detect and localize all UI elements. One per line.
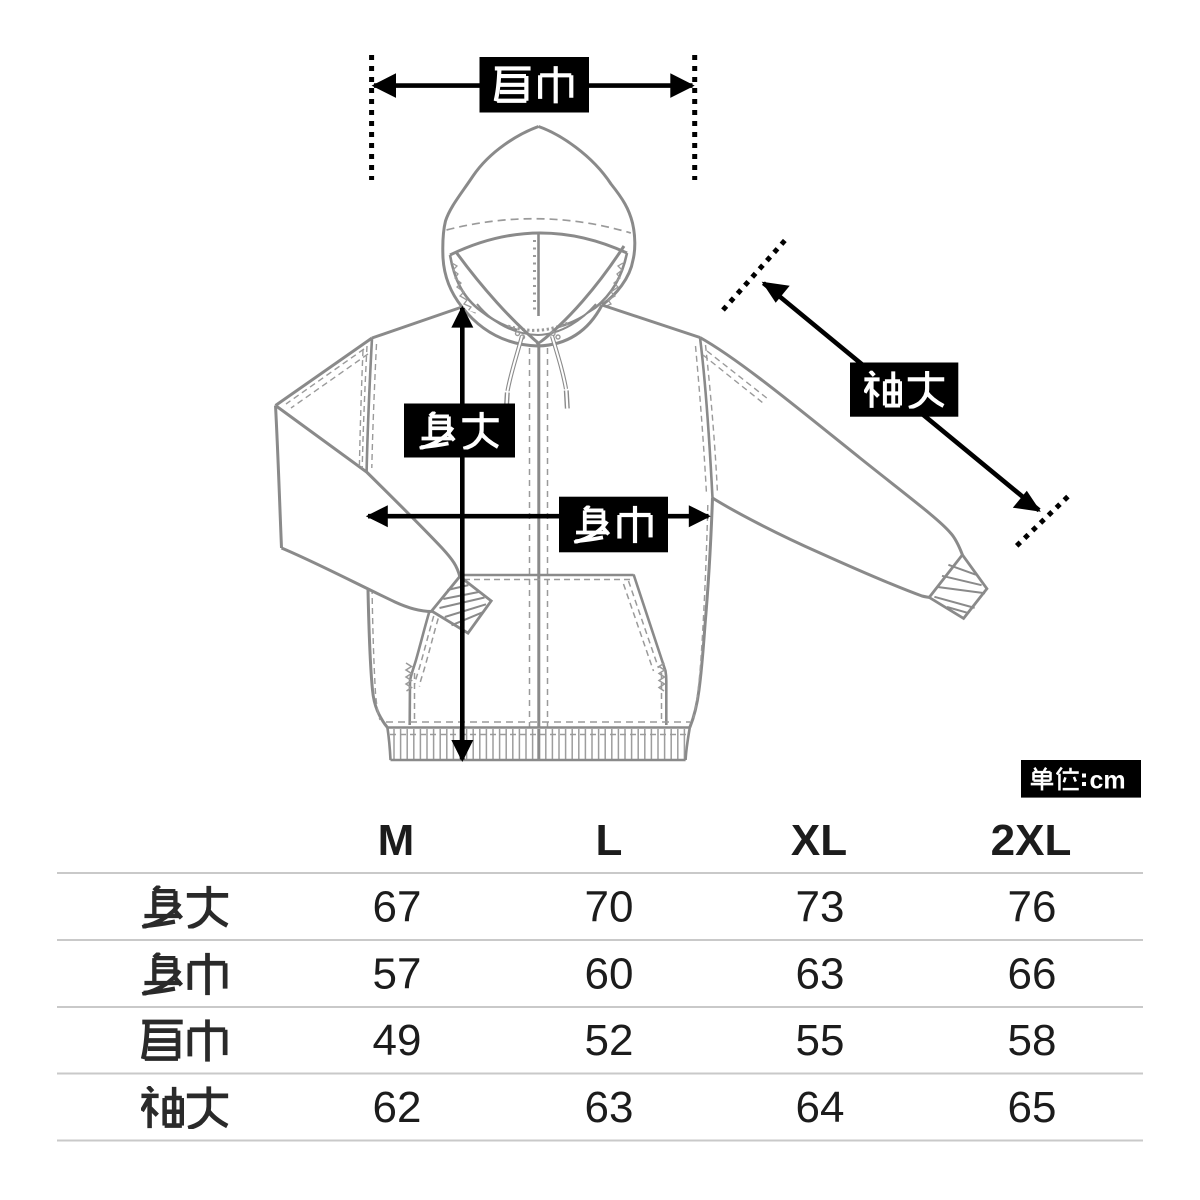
svg-text:55: 55 xyxy=(796,1016,845,1065)
svg-text:63: 63 xyxy=(585,1083,634,1132)
svg-text:52: 52 xyxy=(585,1016,634,1065)
svg-text:70: 70 xyxy=(585,883,634,932)
svg-text:60: 60 xyxy=(585,950,634,999)
svg-text:L: L xyxy=(596,816,623,865)
svg-text:XL: XL xyxy=(791,816,847,865)
svg-text:49: 49 xyxy=(373,1016,422,1065)
svg-text:73: 73 xyxy=(796,883,845,932)
svg-text:64: 64 xyxy=(796,1083,845,1132)
svg-text:57: 57 xyxy=(373,950,422,999)
svg-text:76: 76 xyxy=(1008,883,1057,932)
svg-text:66: 66 xyxy=(1008,950,1057,999)
svg-text:63: 63 xyxy=(796,950,845,999)
svg-text:cm: cm xyxy=(1090,767,1126,795)
svg-text:58: 58 xyxy=(1008,1016,1057,1065)
svg-text:65: 65 xyxy=(1008,1083,1057,1132)
svg-text:M: M xyxy=(378,816,415,865)
svg-text:67: 67 xyxy=(373,883,422,932)
svg-text:62: 62 xyxy=(373,1083,422,1132)
svg-text:2XL: 2XL xyxy=(991,816,1072,865)
